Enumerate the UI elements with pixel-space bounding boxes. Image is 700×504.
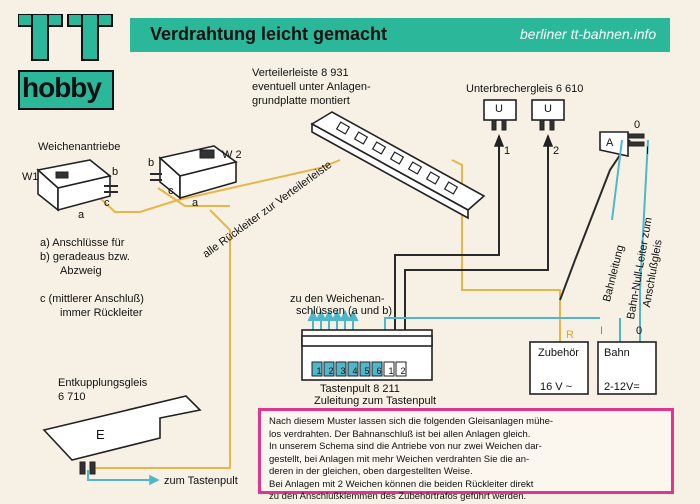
label-w2-b: b (148, 157, 155, 169)
black-wire-track (574, 139, 631, 261)
label-bahn-voltage: 2-12V= (604, 381, 640, 393)
label-weichen-anschl-2: schlüssen (a und b) (296, 305, 392, 317)
page-title: Verdrahtung leicht gemacht (150, 24, 388, 44)
label-tastenpult-1: Tastenpult 8 211 (320, 383, 400, 395)
label-entkupplung-2: 6 710 (58, 391, 86, 403)
label-bahn: Bahn (604, 347, 630, 359)
note-line-4: gestellt, bei Anlagen mit mehr Weichen v… (269, 453, 530, 465)
label-bahnleitung: Bahnleitung (600, 243, 627, 304)
distribution-strip-terminals (335, 121, 459, 195)
key-label-1: 1 (316, 366, 322, 376)
label-trafo-r: R (566, 329, 574, 341)
legend-c-line2: immer Rückleiter (60, 307, 143, 319)
label-verteilerleiste-3: grundplatte montiert (252, 95, 350, 107)
label-u2: U (544, 103, 552, 115)
label-w1-c: c (104, 197, 110, 209)
arrow-to-panel (130, 474, 160, 486)
label-w2-c: c (168, 185, 174, 197)
logo-hobby-box (18, 70, 114, 110)
logo-hobby-text: hobby (22, 72, 102, 103)
label-track-i: I (646, 145, 650, 157)
label-trafo-0: 0 (636, 325, 643, 337)
label-track-a: A (606, 137, 614, 149)
arrow-up-1 (493, 133, 505, 160)
cyan-wire-entk (87, 470, 150, 481)
header-banner (130, 18, 670, 52)
distribution-strip (310, 111, 486, 220)
label-trafo-i: I (600, 325, 604, 337)
track-power-wire (559, 259, 576, 301)
label-w1-a: a (78, 209, 85, 221)
label-w1: W1 (22, 171, 39, 183)
label-verteilerleiste-2: eventuell unter Anlagen- (252, 81, 371, 93)
key-label-7: 1 (388, 366, 394, 376)
label-weichenantriebe: Weichenantriebe (38, 141, 121, 153)
label-w2-a: a (192, 197, 199, 209)
key-label-2: 2 (328, 366, 334, 376)
instruction-note: Nach diesem Muster lassen sich die folge… (258, 408, 674, 502)
uncoupling-track (42, 395, 202, 475)
note-line-2: los verdrahten. Der Bahnanschluß ist bei… (269, 428, 531, 440)
legend-ab-line3: Abzweig (60, 265, 102, 277)
logo-tt (18, 14, 113, 61)
site-url: berliner tt-bahnen.info (520, 26, 657, 42)
legend-c-line1: c (mittlerer Anschluß) (40, 293, 144, 305)
label-zum-tastenpult: zum Tastenpult (164, 475, 238, 487)
label-entkupplung-e: E (96, 427, 105, 442)
note-line-5: deren in der gleichen, oben dargestellte… (269, 466, 473, 477)
key-label-8: 2 (400, 366, 406, 376)
arrow-up-2 (542, 133, 554, 160)
legend-ab-line1: a) Anschlüsse für (40, 237, 125, 249)
note-line-6: Bei Anlagen mit 2 Weichen können die bei… (269, 478, 534, 490)
note-line-3: In unserem Schema sind die Antriebe von … (269, 441, 542, 452)
label-w1-b: b (112, 166, 119, 178)
label-arrow-1: 1 (504, 145, 511, 157)
label-unterbrechergleis: Unterbrechergleis 6 610 (466, 83, 584, 95)
key-label-5: 5 (364, 366, 370, 376)
label-rueckleiter: alle Rückleiter zur Verteilerleiste (200, 158, 335, 261)
black-wire-u1 (394, 136, 500, 330)
black-wire-u2 (404, 136, 549, 330)
legend-ab-line2: b) geradeaus bzw. (40, 251, 130, 263)
label-weichen-anschl-1: zu den Weichenan- (290, 293, 385, 305)
key-label-3: 3 (340, 366, 346, 376)
label-u1: U (495, 103, 503, 115)
key-label-6: 6 (376, 366, 382, 376)
note-line-7: zu den Anschlußklemmen des Zubehörtrafos… (269, 491, 527, 502)
label-entkupplung-1: Entkupplungsgleis (58, 377, 148, 389)
label-w2: W 2 (222, 149, 242, 161)
note-line-1: Nach diesem Muster lassen sich die folge… (269, 416, 554, 427)
yellow-wire-tt (451, 159, 561, 342)
label-track-zero: 0 (634, 119, 641, 131)
label-tastenpult-2: Zuleitung zum Tastenpult (314, 395, 437, 407)
track-return-wire (611, 139, 623, 221)
key-label-4: 4 (352, 366, 358, 376)
label-verteilerleiste-1: Verteilerleiste 8 931 (252, 67, 349, 79)
label-arrow-2: 2 (553, 145, 560, 157)
label-zubehoer-voltage: 16 V ~ (540, 381, 573, 393)
label-zubehoer: Zubehör (538, 347, 579, 359)
